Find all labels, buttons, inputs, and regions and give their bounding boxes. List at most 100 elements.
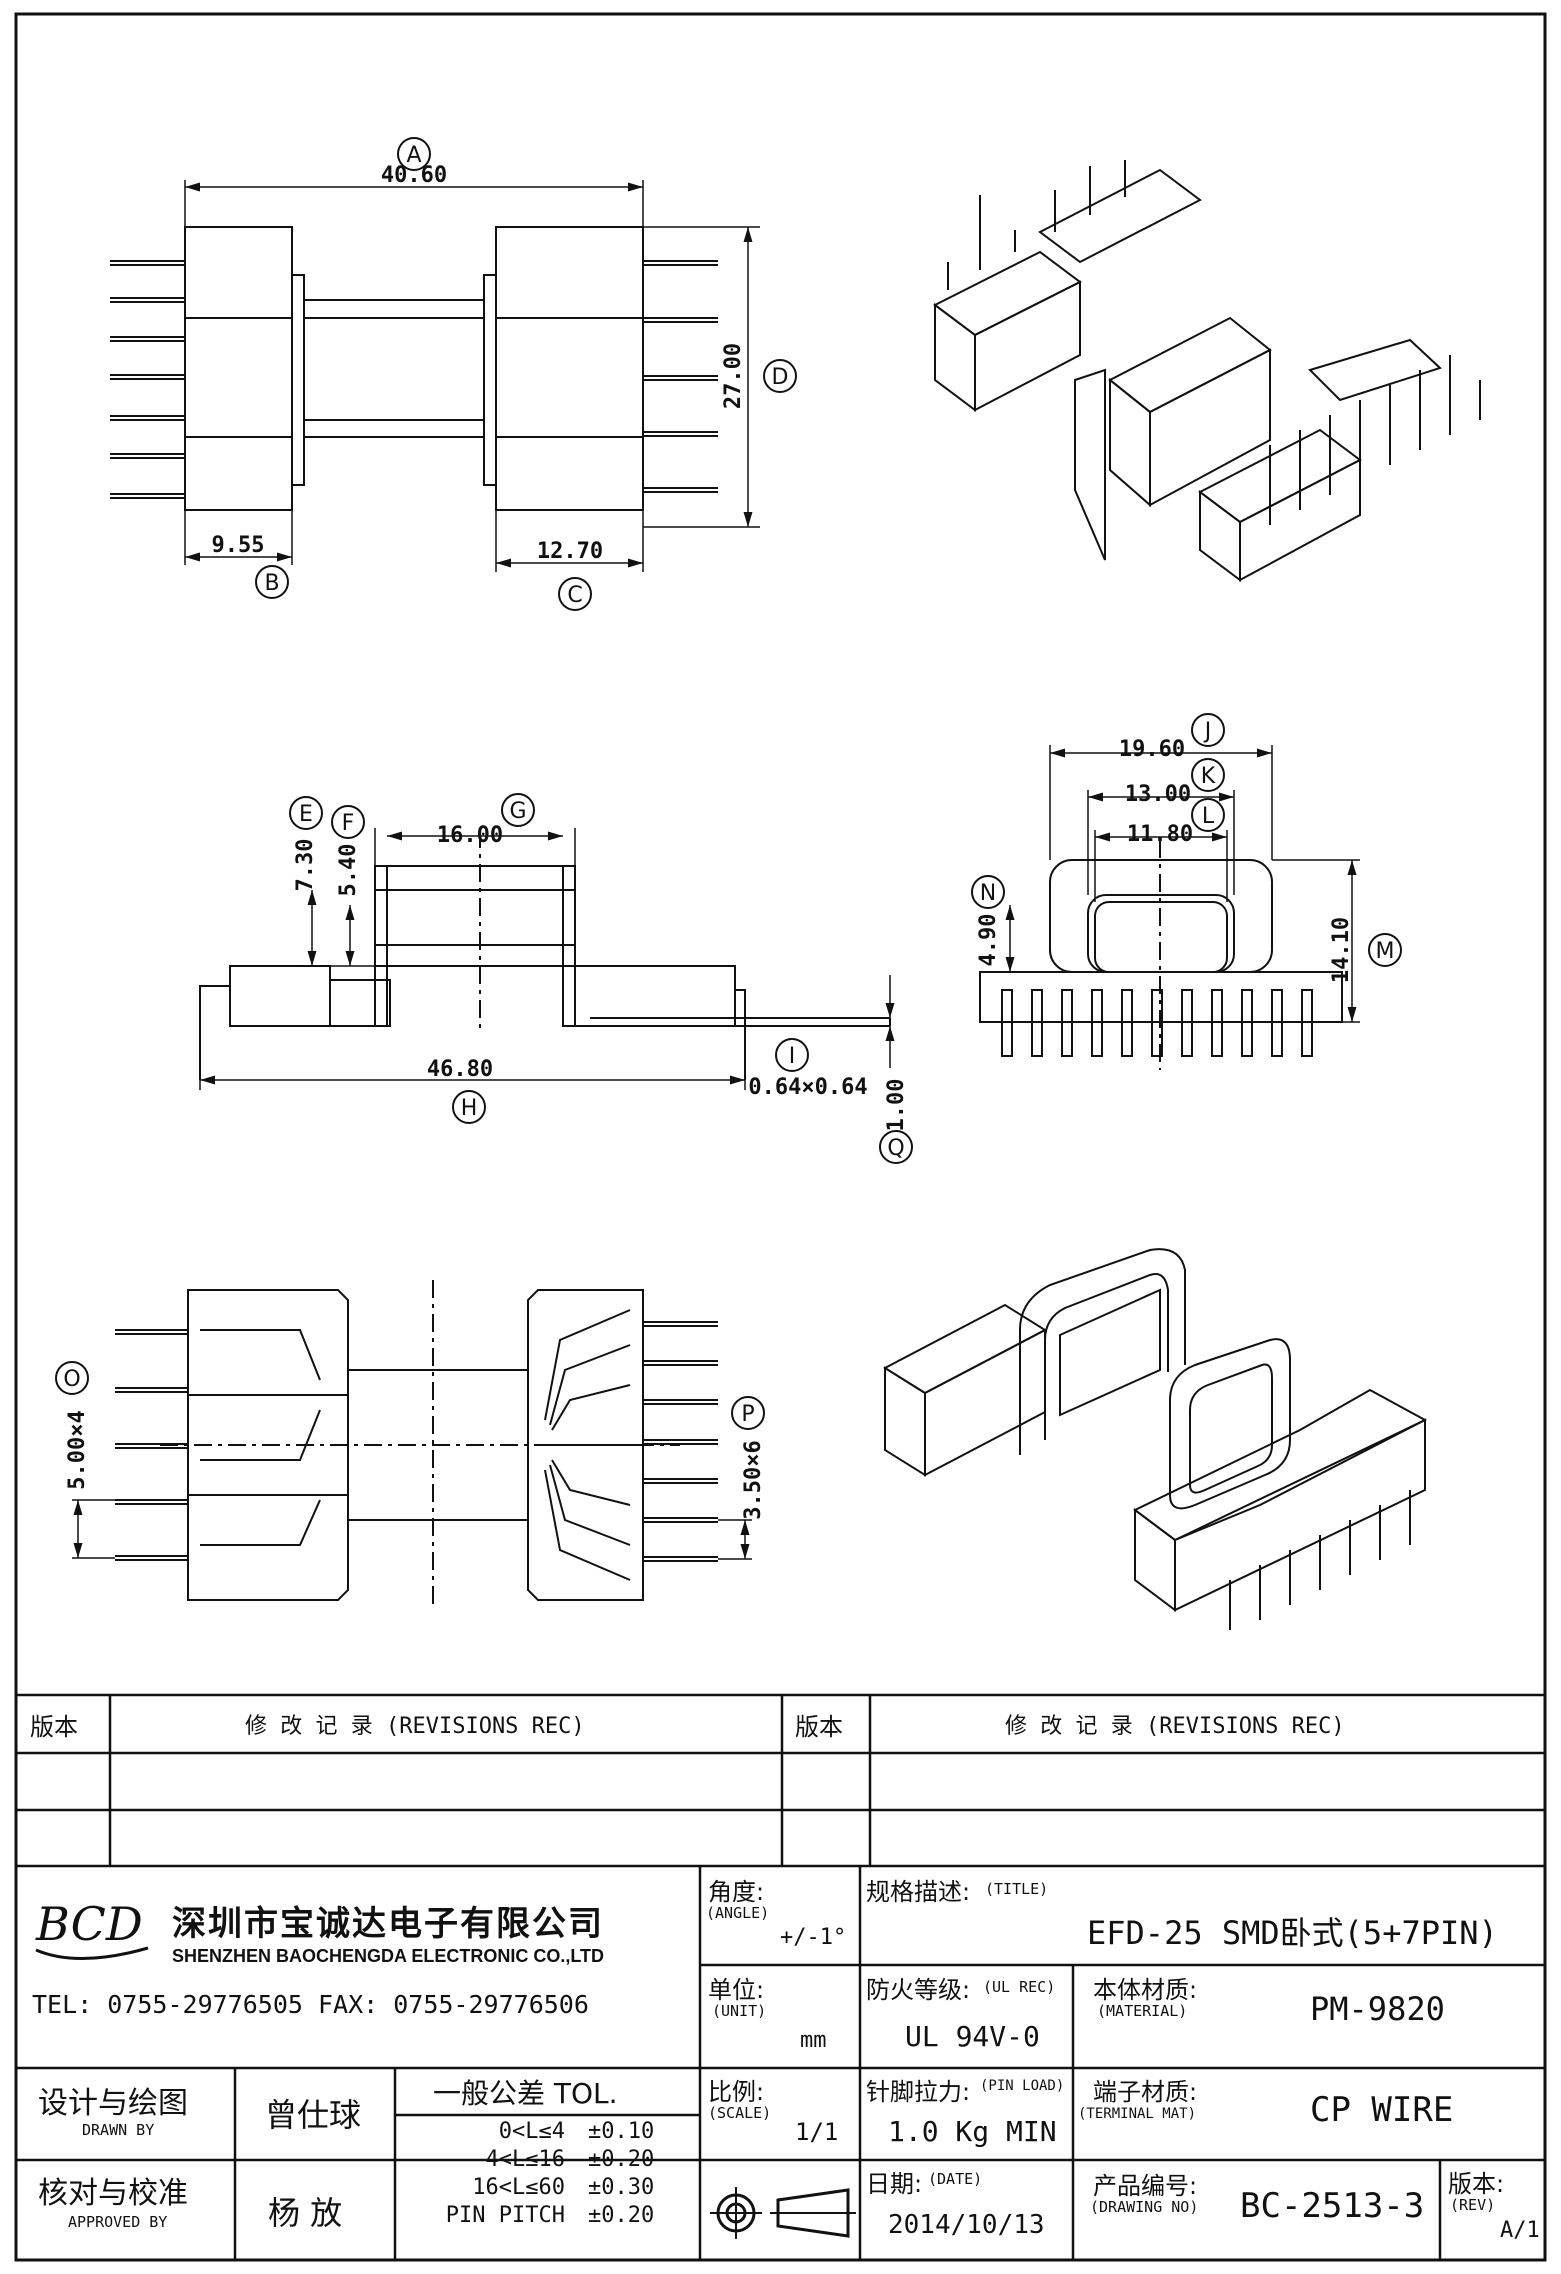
drawing-no-value: BC-2513-3 [1240, 2186, 1425, 2226]
dim-letter-E: E [299, 802, 313, 827]
dim-G-value: 16.00 [437, 823, 503, 848]
revision-label: 版本: [1448, 2170, 1505, 2198]
dim-P-value: 3.50×6 [741, 1440, 766, 1519]
approved-by-label-en: APPROVED BY [68, 2213, 168, 2231]
title-value: EFD-25 SMD卧式(5+7PIN) [1087, 1914, 1498, 1952]
drawing-no-label-en: (DRAWING NO) [1090, 2198, 1199, 2216]
date-label-en: (DATE) [928, 2170, 983, 2188]
revision-label-en: (REV) [1450, 2196, 1496, 2214]
dim-letter-M: M [1376, 939, 1395, 964]
ul-value: UL 94V-0 [905, 2020, 1040, 2053]
dim-A-value: 40.60 [381, 163, 447, 188]
dim-N-value: 4.90 [976, 914, 1001, 967]
ul-label-en: (UL REC) [983, 1978, 1056, 1996]
revisions-record-label-left: 修 改 记 录 (REVISIONS REC) [245, 1714, 585, 1739]
revision-value: A/1 [1500, 2218, 1540, 2243]
tolerance-value-2: ±0.20 [588, 2147, 655, 2172]
unit-label-en: (UNIT) [712, 2002, 767, 2020]
date-label: 日期: [866, 2170, 923, 2198]
terminal-label-en: (TERMINAL MAT) [1078, 2106, 1197, 2122]
dim-letter-H: H [461, 1096, 478, 1121]
dim-E-value: 7.30 [293, 839, 318, 892]
revisions-record-label-right: 修 改 记 录 (REVISIONS REC) [1005, 1714, 1345, 1739]
ul-label: 防火等级: [866, 1976, 971, 2004]
date-value: 2014/10/13 [888, 2210, 1045, 2240]
dim-letter-I: I [789, 1044, 796, 1069]
tolerance-ranges: 0<L≤4 4<L≤16 16<L≤60 PIN PITCH [405, 2118, 565, 2230]
dim-H-value: 46.80 [427, 1057, 493, 1082]
material-label-en: (MATERIAL) [1097, 2002, 1188, 2020]
company-name-en: SHENZHEN BAOCHENGDA ELECTRONIC CO.,LTD [172, 1946, 604, 1966]
tolerance-value-1: ±0.10 [588, 2119, 655, 2144]
revisions-version-label-left: 版本 [30, 1713, 78, 1741]
dim-Q-value: 1.00 [884, 1079, 909, 1132]
pin-load-label: 针脚拉力: [866, 2078, 971, 2106]
dim-C-value: 12.70 [537, 539, 603, 564]
approved-by-value: 杨 放 [268, 2194, 343, 2232]
dim-letter-K: K [1201, 764, 1216, 789]
dim-letter-G: G [509, 799, 526, 824]
bottom-view [72, 1280, 752, 1610]
company-name-cn: 深圳市宝诚达电子有限公司 [172, 1904, 604, 1944]
tolerance-range-4: PIN PITCH [445, 2203, 565, 2228]
material-label: 本体材质: [1093, 1976, 1198, 2004]
dim-O-value: 5.00×4 [65, 1410, 90, 1489]
approved-by-label: 核对与校准 [38, 2176, 188, 2211]
drawn-by-value: 曾仕球 [265, 2096, 362, 2134]
dim-I-value: 0.64×0.64 [748, 1075, 867, 1100]
terminal-label: 端子材质: [1093, 2078, 1198, 2106]
tolerance-value-3: ±0.30 [588, 2175, 655, 2200]
dim-letter-F: F [342, 811, 355, 836]
top-view [110, 180, 760, 572]
scale-label-en: (SCALE) [708, 2104, 772, 2122]
dim-letter-J: J [1203, 719, 1212, 744]
dim-D-value: 27.00 [721, 343, 746, 409]
dim-letter-A: A [406, 143, 421, 168]
tolerance-value-4: ±0.20 [588, 2203, 655, 2228]
dim-letter-D: D [772, 365, 789, 390]
dim-L-value: 11.80 [1127, 822, 1193, 847]
tolerance-range-1: 0<L≤4 [498, 2119, 565, 2144]
scale-label: 比例: [708, 2078, 765, 2106]
drawn-by-label-en: DRAWN BY [82, 2121, 155, 2139]
dim-M-value: 14.10 [1329, 917, 1354, 983]
dim-letter-N: N [980, 881, 996, 906]
top-view-dims: A 40.60 D 27.00 9.55 B 12.70 C [212, 137, 797, 611]
isometric-view-front [882, 1248, 1428, 1630]
dim-J-value: 19.60 [1119, 737, 1185, 762]
logo-text: BCD [35, 1897, 143, 1951]
terminal-value: CP WIRE [1310, 2090, 1454, 2130]
front-view [979, 745, 1360, 1070]
dim-B-value: 9.55 [212, 533, 265, 558]
tolerance-values: ±0.10 ±0.20 ±0.30 ±0.20 [588, 2118, 654, 2230]
material-value: PM-9820 [1310, 1990, 1445, 2028]
tolerance-range-3: 16<L≤60 [472, 2175, 565, 2200]
unit-value: mm [800, 2028, 827, 2053]
tolerance-range-2: 4<L≤16 [485, 2147, 565, 2172]
pin-load-label-en: (PIN LOAD) [980, 2078, 1065, 2094]
unit-label: 单位: [708, 1976, 765, 2004]
side-view [199, 828, 895, 1090]
front-view-dims: J 19.60 K 13.00 L 11.80 N 4.90 M 14.10 [971, 713, 1402, 983]
dim-letter-P: P [741, 1402, 754, 1427]
dim-letter-B: B [264, 571, 279, 596]
projection-symbol-icon [710, 2187, 856, 2239]
scale-value: 1/1 [795, 2118, 839, 2146]
angle-label-en: (ANGLE) [706, 1904, 770, 1922]
bottom-view-dims: O 5.00×4 P 3.50×6 [55, 1361, 766, 1520]
dim-letter-L: L [1202, 804, 1215, 829]
pin-load-value: 1.0 Kg MIN [888, 2115, 1057, 2148]
company-logo: BCD [35, 1897, 149, 1961]
title-label: 规格描述: [866, 1878, 971, 1906]
drawn-by-label: 设计与绘图 [38, 2086, 188, 2121]
tolerance-title: 一般公差 TOL. [433, 2077, 618, 2110]
dim-letter-O: O [63, 1367, 80, 1392]
title-label-en: (TITLE) [985, 1880, 1049, 1898]
sheet-border [14, 12, 1547, 2262]
revisions-version-label-right: 版本 [795, 1713, 843, 1741]
angle-label: 角度: [708, 1878, 765, 1906]
dim-K-value: 13.00 [1125, 782, 1191, 807]
dim-letter-C: C [567, 583, 582, 608]
